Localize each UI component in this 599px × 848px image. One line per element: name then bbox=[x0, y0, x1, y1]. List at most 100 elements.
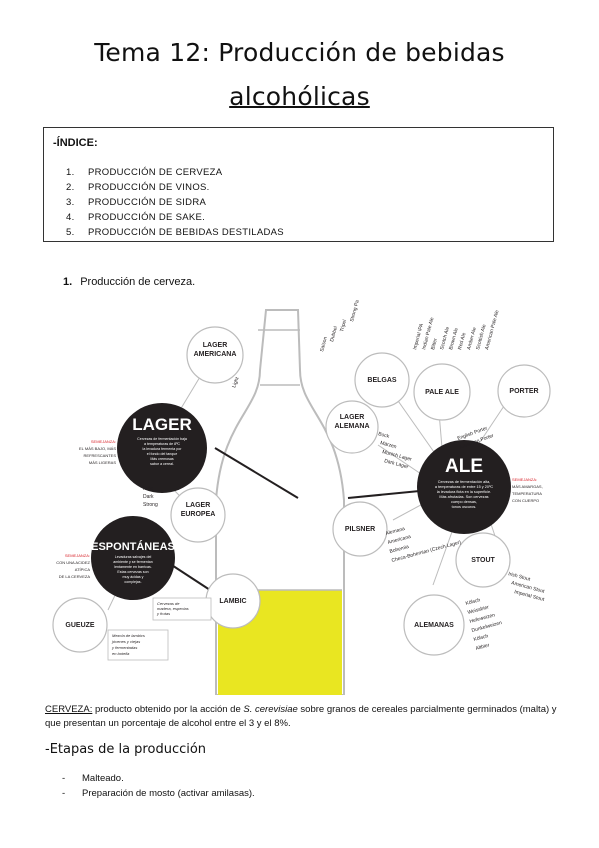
bubble-lager-americana bbox=[186, 326, 244, 384]
style-label: Dark bbox=[143, 494, 154, 500]
esp-note-line: DE LA CERVEZA bbox=[59, 574, 91, 579]
bubble-label: LAGER bbox=[186, 502, 211, 509]
gueuze-note-line: y fermentadas bbox=[111, 645, 137, 650]
style-label: Saison bbox=[319, 336, 329, 353]
style-label: Strong bbox=[143, 502, 158, 508]
ale-note-line: TEMPERATURA bbox=[512, 491, 542, 496]
etapas-heading: -Etapas de la producción bbox=[45, 742, 207, 757]
bubble-pale-ale bbox=[413, 363, 471, 421]
lager-note-line: EL MÁS BAJO, MÁS bbox=[79, 446, 116, 451]
espontaneas-description: complejas. bbox=[124, 580, 141, 584]
gueuze-note-line: jóvenes y viejas bbox=[111, 639, 140, 644]
style-label: Märzen bbox=[379, 440, 397, 450]
style-label: Alemana bbox=[385, 526, 406, 537]
lager-description: la levadura fermenta por bbox=[143, 447, 183, 451]
bubble-stout bbox=[455, 532, 511, 588]
ale-note-line: CON CUERPO bbox=[512, 498, 539, 503]
bubble-label: EUROPEA bbox=[181, 511, 216, 518]
style-label: Scotch Ale bbox=[439, 326, 451, 351]
style-label: Dubbel bbox=[329, 326, 339, 343]
espontaneas-description: Levaduras salvajes del bbox=[115, 555, 152, 559]
bubble-label: AMERICANA bbox=[194, 351, 237, 358]
bubble-lager-europea bbox=[170, 487, 226, 543]
lambic-note-line: Cervezas de bbox=[157, 601, 180, 606]
gueuze-note-line: Mezcla de lambics bbox=[112, 633, 145, 638]
bubble-label: PILSNER bbox=[345, 526, 375, 533]
style-label: American Pale Ale bbox=[484, 309, 500, 350]
bubble-belgas bbox=[354, 352, 410, 408]
bubble-lager-alemana bbox=[325, 400, 379, 454]
bubble-label: STOUT bbox=[471, 557, 495, 564]
bubble-label: BELGAS bbox=[367, 377, 397, 384]
bubble-gueuze bbox=[52, 597, 108, 653]
ale-description: Más afrutadas. Son cervezas bbox=[439, 495, 488, 499]
gueuze-note-line: en botella bbox=[112, 651, 130, 656]
bubble-label: GUEUZE bbox=[65, 622, 95, 629]
lager-description: sabor a cereal. bbox=[150, 462, 174, 466]
style-label: Bohemia bbox=[389, 544, 410, 555]
bubble-label: LAGER bbox=[340, 414, 365, 421]
style-label: Altbier bbox=[475, 642, 491, 652]
bubble-label: LAMBIC bbox=[219, 598, 246, 605]
list-item: -Malteado. bbox=[62, 773, 124, 784]
ale-description: a temperaturas de entre 15 y 20ºC bbox=[435, 485, 493, 489]
lager-description: el fondo del tanque bbox=[147, 452, 178, 456]
espontaneas-description: lentamente en barricas. bbox=[114, 565, 152, 569]
steps-list: -Malteado. -Preparación de mosto (activa… bbox=[62, 771, 255, 801]
lager-note-label: SEMEJANZA: bbox=[91, 439, 116, 444]
esp-note-label: SEMEJANZA: bbox=[65, 553, 90, 558]
style-label: Weissbier bbox=[467, 604, 490, 616]
index-item: 3.PRODUCCIÓN DE SIDRA bbox=[66, 197, 207, 208]
style-label: Pale bbox=[143, 486, 153, 492]
lambic-note-line: y frutas bbox=[156, 611, 170, 616]
bubble-pilsner bbox=[332, 501, 388, 557]
list-item: -Preparación de mosto (activar amilasas)… bbox=[62, 788, 255, 799]
style-label: Bitter bbox=[430, 337, 439, 350]
espontaneas-description: Estas cervezas son bbox=[117, 570, 148, 574]
page-title-line1: Tema 12: Producción de bebidas bbox=[94, 38, 505, 67]
bubble-label: PORTER bbox=[509, 388, 538, 395]
beer-styles-infographic: LAGER AMERICANA LAGER EUROPEA LAGER ALEMANA BE… bbox=[52, 300, 551, 695]
style-label: Bock bbox=[377, 431, 390, 440]
lager-note-line: MÁS LIGERAS bbox=[89, 460, 116, 465]
style-label: Strong Pale Ale bbox=[349, 300, 364, 323]
bubble-ale bbox=[417, 440, 511, 534]
style-label: Tripel bbox=[339, 319, 348, 332]
bubble-label: ALEMANAS bbox=[414, 622, 454, 629]
bubble-label: PALE ALE bbox=[425, 389, 459, 396]
bubble-label: ALEMANA bbox=[335, 423, 370, 430]
section-heading: 1.Producción de cerveza. bbox=[63, 276, 196, 288]
espontaneas-description: ambiente y se fermentan bbox=[113, 560, 153, 564]
ale-description: cuerpo densas, bbox=[451, 500, 477, 504]
index-item: 2.PRODUCCIÓN DE VINOS. bbox=[66, 182, 210, 193]
index-list: 1.PRODUCCIÓN DE CERVEZA 2.PRODUCCIÓN DE … bbox=[66, 165, 284, 240]
index-item: 5.PRODUCCIÓN DE BEBIDAS DESTILADAS bbox=[66, 227, 284, 238]
ale-note-label: SEMEJANZA: bbox=[512, 477, 537, 482]
bubble-porter bbox=[497, 364, 551, 418]
style-label: Irish Stout bbox=[507, 571, 531, 583]
lambic-note-line: madera, especias bbox=[157, 606, 189, 611]
lager-description: a temperaturas de 8ºC bbox=[144, 442, 180, 446]
style-label: Amber Ale bbox=[466, 326, 478, 350]
bubble-lager bbox=[117, 403, 207, 493]
page-title-line2: alcohólicas bbox=[229, 82, 370, 111]
index-item: 1.PRODUCCIÓN DE CERVEZA bbox=[66, 167, 223, 178]
espontaneas-description: muy ácidas y bbox=[123, 575, 144, 579]
ale-description: tonos oscuros. bbox=[452, 505, 477, 509]
espontaneas-title: ESPONTÁNEAS bbox=[91, 540, 175, 553]
esp-note-line: CON UNA ACIDEZ bbox=[56, 560, 90, 565]
bubble-label: LAGER bbox=[203, 342, 228, 349]
index-box: -ÍNDICE: 1.PRODUCCIÓN DE CERVEZA 2.PRODU… bbox=[43, 127, 554, 242]
ale-note-line: MÁS AMARGAS, bbox=[512, 484, 543, 489]
cerveza-definition: CERVEZA: producto obtenido por la acción… bbox=[45, 704, 557, 729]
bubble-alemanas bbox=[403, 594, 465, 656]
style-label: Red Ale bbox=[457, 332, 467, 351]
lager-title: LAGER bbox=[132, 415, 192, 434]
ale-description: la levadura flota en la superficie. bbox=[437, 490, 491, 494]
ale-description: Cervezas de fermentación alta, bbox=[438, 480, 491, 484]
index-item: 4.PRODUCCIÓN DE SAKE. bbox=[66, 212, 206, 223]
style-label: Light bbox=[231, 376, 241, 389]
lager-description: Cervezas de fermentación baja bbox=[137, 437, 187, 441]
lager-note-line: REFRESCANTES bbox=[84, 453, 117, 458]
esp-note-line: ATÍPICA bbox=[75, 567, 91, 572]
